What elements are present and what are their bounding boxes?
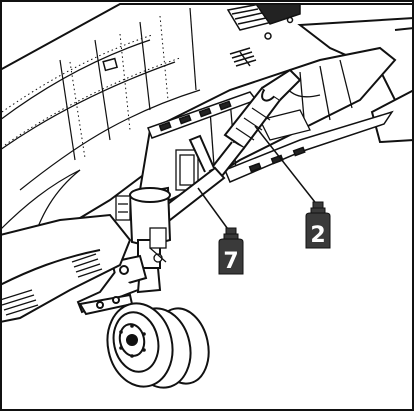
strut-hardware bbox=[115, 195, 167, 263]
callout-label: 7 bbox=[223, 249, 238, 274]
rivet-lines bbox=[1, 15, 181, 159]
lower-bay-door bbox=[224, 110, 394, 183]
callout-2: 2 bbox=[305, 201, 331, 249]
paint-bottle-icon bbox=[218, 227, 244, 275]
paint-bottle-icon bbox=[305, 201, 331, 249]
leader-line-7 bbox=[197, 187, 231, 233]
retraction-actuator bbox=[208, 68, 302, 178]
leader-line-2 bbox=[254, 125, 319, 207]
actuator-bands bbox=[235, 107, 271, 141]
wheel-assembly bbox=[106, 302, 210, 389]
leader-lines bbox=[197, 125, 319, 233]
callout-7: 7 bbox=[218, 227, 244, 275]
callout-label: 2 bbox=[310, 223, 325, 248]
pod-vents bbox=[0, 253, 103, 316]
access-panel bbox=[102, 3, 301, 72]
wheel-bolts bbox=[119, 324, 146, 358]
fuselage-panel-lines bbox=[0, 7, 201, 251]
vent-grille bbox=[229, 47, 257, 67]
